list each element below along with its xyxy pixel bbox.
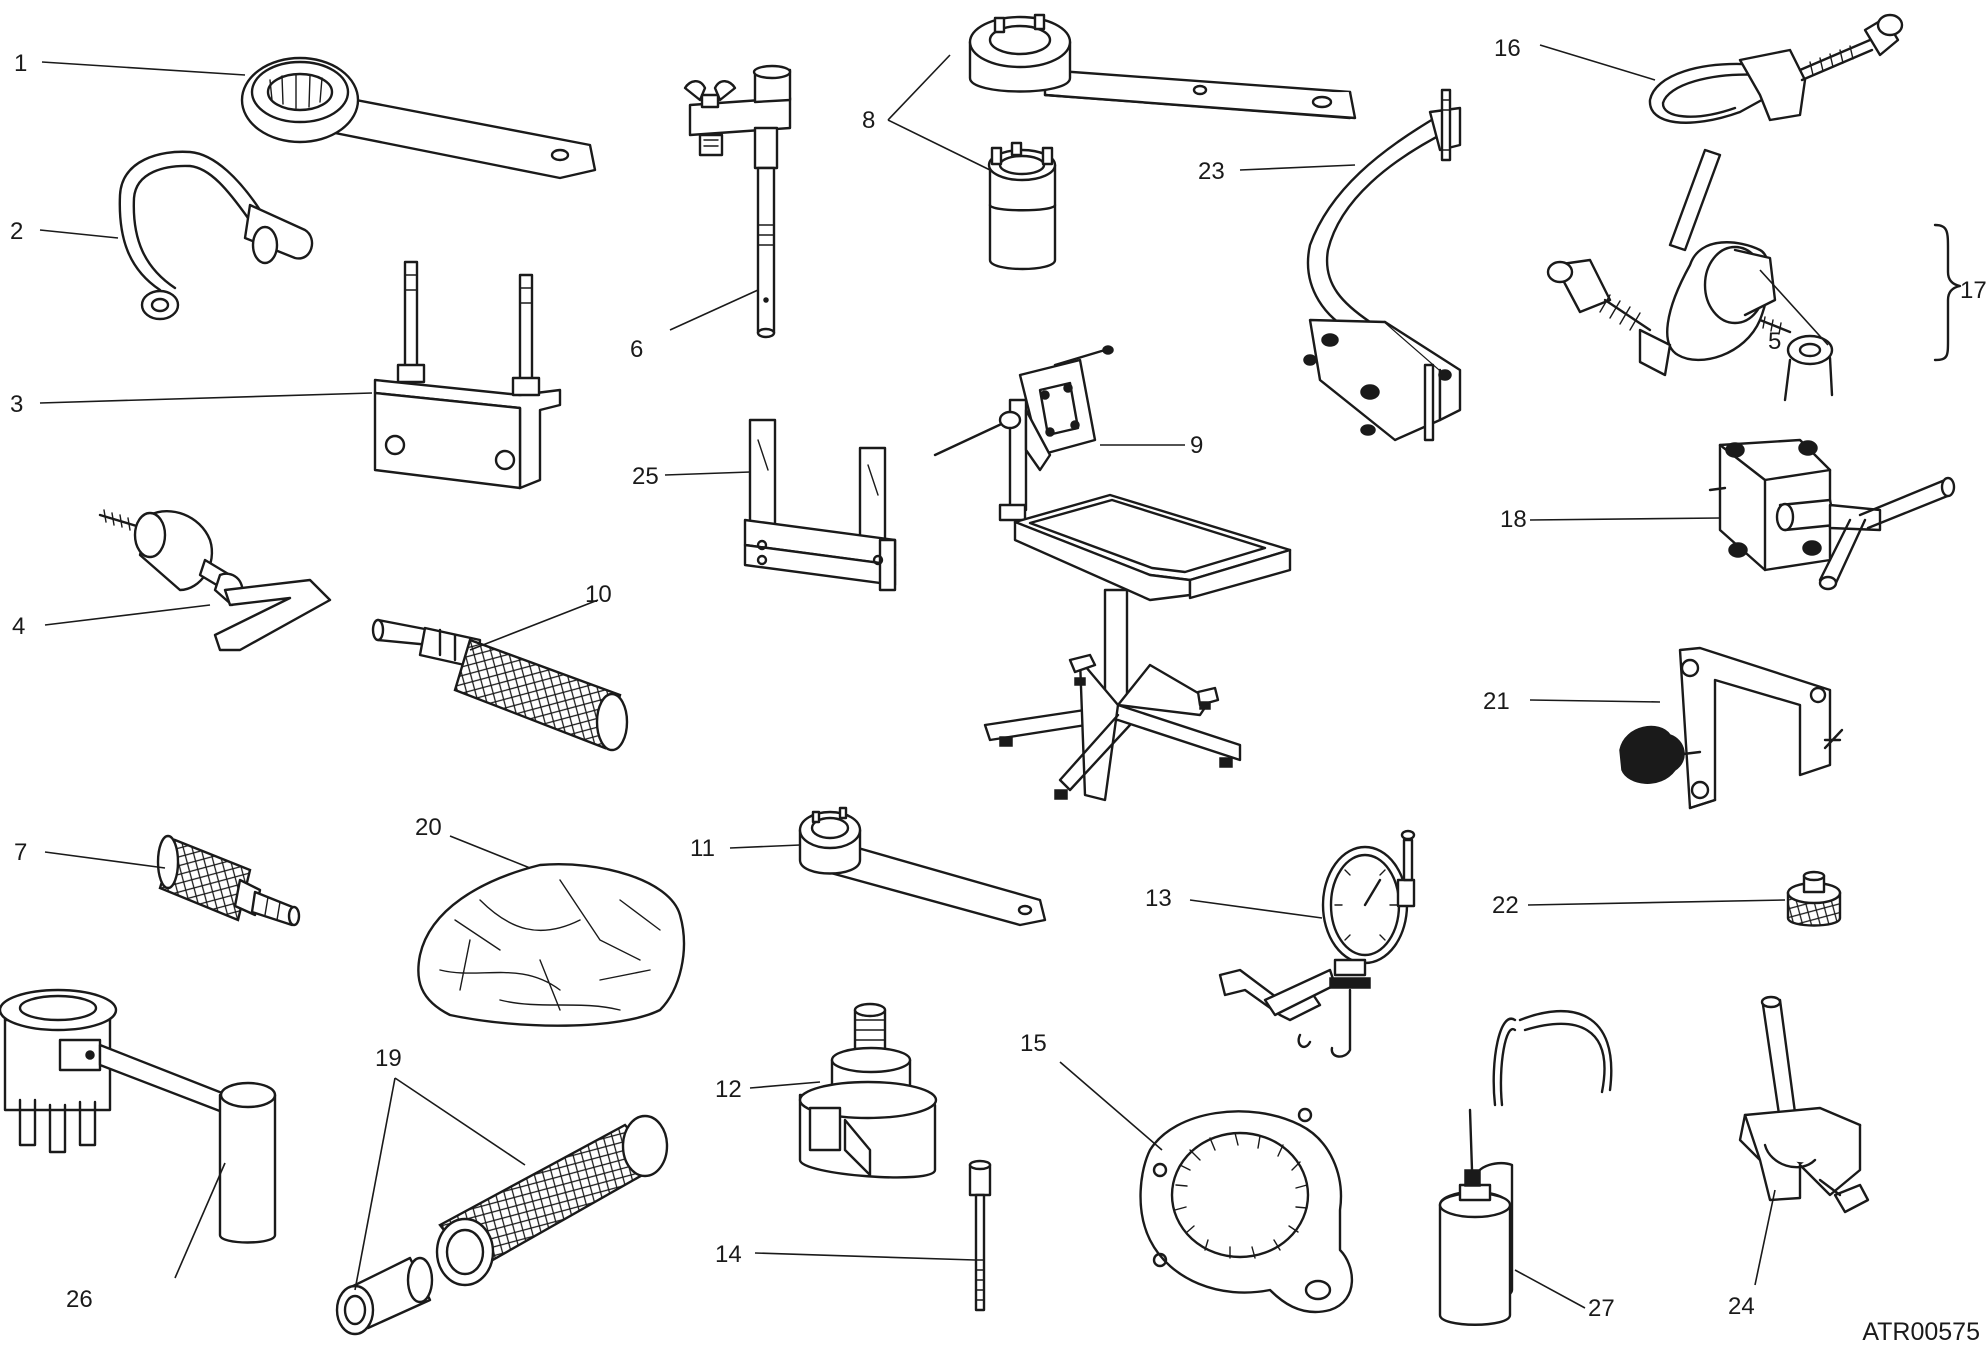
label-24: 24 [1728,1293,1755,1320]
label-14: 14 [715,1241,742,1268]
tool-23-curved-holder [1303,88,1462,442]
brace-17 [1933,223,1962,362]
label-2: 2 [10,218,23,245]
callout-labels: 1 2 3 4 5 6 7 8 9 10 11 12 13 14 15 16 1… [10,35,1987,1322]
label-9: 9 [1190,432,1203,459]
label-8: 8 [862,107,875,134]
tool-24-fork-block [1738,995,1870,1214]
label-21: 21 [1483,688,1510,715]
tool-19-knurled-sleeve [335,1114,669,1336]
tool-10-knurled-punch [371,618,629,752]
tool-6-locking-pin [683,64,792,339]
label-16: 16 [1494,35,1521,62]
tool-9-engine-stand [933,345,1292,802]
label-17: 17 [1960,277,1987,304]
tool-1-ring-spanner [240,56,597,180]
label-1: 1 [14,50,27,77]
label-22: 22 [1492,892,1519,919]
label-19: 19 [375,1045,402,1072]
tool-12-holder [798,1002,938,1179]
tool-2-cranked-hook [118,150,314,321]
label-12: 12 [715,1076,742,1103]
label-20: 20 [415,814,442,841]
tool-8-pin-spanner [968,13,1357,271]
label-15: 15 [1020,1030,1047,1057]
tool-25-fork-gauge [743,418,897,592]
tool-14-rod [968,1159,992,1312]
tool-3-stud-plate [373,260,562,490]
label-13: 13 [1145,885,1172,912]
tool-13-dial-gauge [1218,829,1416,1058]
tool-26-socket-handle [0,988,277,1244]
leader-lines [39,44,1829,1309]
label-11: 11 [690,835,715,862]
reference-code: ATR00575 [1862,1318,1980,1346]
tool-15-ring-plate [1139,1107,1354,1314]
label-4: 4 [12,613,25,640]
label-25: 25 [632,463,659,490]
label-26: 26 [66,1286,93,1313]
label-27: 27 [1588,1295,1615,1322]
label-5: 5 [1768,328,1781,355]
tool-7-knurled-adapter [156,834,301,927]
tool-27-bottle [1438,1009,1613,1326]
tool-22-knurled-cap [1786,870,1842,927]
label-18: 18 [1500,506,1527,533]
tool-21-bracket [1619,646,1844,810]
label-6: 6 [630,336,643,363]
tool-16-strap-wrench [1648,13,1904,124]
label-7: 7 [14,839,27,866]
label-23: 23 [1198,158,1225,185]
label-3: 3 [10,391,23,418]
tool-20-cloth-bag [417,863,686,1027]
tool-11-pin-spanner [798,806,1047,927]
tool-4-t-handle-puller [98,509,332,652]
label-10: 10 [585,581,612,608]
tool-17-timing-gauge [1546,148,1834,402]
tool-18-flange-puller [1708,438,1956,591]
